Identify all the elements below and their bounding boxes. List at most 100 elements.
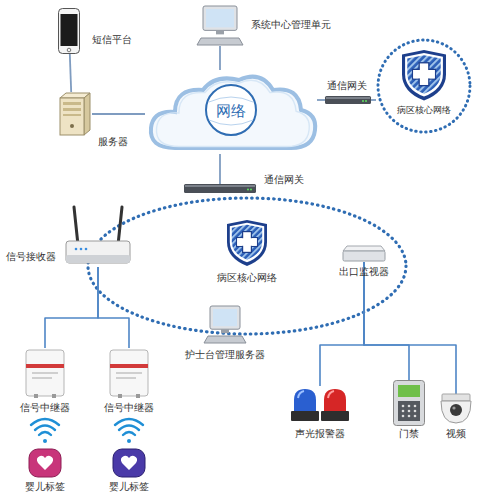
gw-icon (325, 96, 371, 104)
node-label: 门禁 (399, 428, 419, 440)
gw-icon-part (362, 100, 364, 102)
alarm-icon-part (328, 391, 334, 398)
cam-icon-part (442, 394, 470, 401)
door-icon-part (414, 415, 417, 418)
pc-icon-part (203, 6, 237, 30)
cloud-icon-part (151, 77, 315, 148)
server-icon-part (60, 98, 84, 135)
cloud-node: 网络 (145, 70, 317, 154)
gateway-node: 通信网关 (325, 96, 371, 104)
alarm-icon-part (291, 411, 319, 421)
gw-icon-part (365, 100, 367, 102)
alarm-icon-part (298, 391, 304, 398)
rx-icon-part (80, 248, 83, 251)
rep-icon-part (136, 394, 140, 398)
node-label: 网络 (216, 102, 246, 120)
rep-icon (24, 348, 66, 398)
camera-node: 视频 (438, 394, 474, 424)
shield-logo-part (237, 238, 258, 247)
rep-icon-part (26, 364, 64, 368)
shield-logo (402, 50, 446, 101)
connector-line (92, 113, 145, 115)
computer-node: 系统中心管理单元 (197, 4, 243, 46)
rep-icon-part (110, 364, 148, 368)
connector-line (98, 267, 129, 348)
door-icon-part (402, 415, 405, 418)
alarm-icon (288, 386, 352, 422)
rep-icon-part (116, 377, 136, 379)
cloud-icon-part (156, 80, 309, 146)
monitor-node: 出口监视器 (343, 244, 385, 262)
phone-icon-part (67, 48, 71, 52)
shield-logo-part (232, 225, 262, 260)
node-label: 婴儿标签 (109, 481, 149, 493)
cloud-icon-part (209, 97, 253, 102)
server-icon-part (70, 124, 74, 128)
rep-icon (108, 348, 150, 398)
node-label: 出口监视器 (339, 266, 389, 278)
rep-icon-part (32, 372, 58, 374)
nurse-server-node: 护士台管理服务器 (204, 304, 246, 344)
node-label: 护士台管理服务器 (185, 349, 265, 361)
pc-icon-part (210, 306, 240, 329)
node-label: 视频 (446, 428, 466, 440)
gw-icon-part (325, 96, 371, 104)
connector-line (317, 99, 325, 101)
alarm-icon-part (321, 411, 349, 421)
door-icon-part (408, 415, 411, 418)
connector-line (70, 54, 71, 92)
shield-logo (227, 220, 267, 266)
rx-icon-part (75, 248, 78, 251)
node-label: 通信网关 (327, 80, 367, 92)
server-node: 服务器 (52, 92, 92, 136)
rep-icon-part (52, 394, 56, 398)
door-icon-part (394, 381, 425, 426)
repeater-node: 信号中继器 (108, 348, 150, 398)
gateway-node: 通信网关 (184, 184, 256, 193)
cloud-icon-part (209, 120, 253, 125)
tagB-icon (112, 448, 146, 478)
door-icon-part (398, 385, 420, 397)
connector-line (364, 262, 456, 394)
pc-icon-part (221, 329, 229, 333)
shield-logo-part (405, 53, 443, 97)
circ-icon-part (378, 40, 470, 132)
door-icon-part (402, 410, 405, 413)
wifi-arc (35, 426, 55, 431)
alarm-node: 声光报警器 (288, 386, 352, 422)
node-label: 婴儿标签 (25, 481, 65, 493)
door-icon-part (408, 410, 411, 413)
node-label: 病区核心网络 (397, 104, 451, 116)
cam-icon (438, 394, 474, 424)
connector-line (364, 262, 409, 380)
door-access-node: 门禁 (393, 380, 425, 426)
gw-icon-part (247, 189, 249, 191)
rep-icon-part (32, 377, 52, 379)
rep-icon-part (110, 350, 148, 396)
tag-node: 婴儿标签 (28, 448, 62, 478)
server-icon-part (63, 102, 81, 105)
receiver-node: 信号接收器 (62, 205, 134, 267)
alarm-icon-part (294, 389, 316, 412)
shield-logo-part (402, 50, 446, 101)
rx-icon-part (85, 248, 88, 251)
cam-icon-part (450, 404, 462, 416)
rep-icon-part (26, 350, 64, 396)
rx-icon-part (66, 241, 130, 263)
gw-icon-part (250, 189, 252, 191)
rx-icon-part (118, 207, 122, 245)
door-icon-part (414, 405, 417, 408)
node-label: 病区核心网络 (217, 272, 277, 284)
pc-icon (197, 4, 243, 46)
wifi-arc (119, 426, 139, 431)
server-icon-part (84, 93, 90, 135)
phone-node: 短信平台 (58, 8, 80, 54)
node-label: 信号接收器 (6, 251, 56, 263)
circ-icon (376, 38, 472, 134)
cam-icon-part (441, 401, 471, 423)
phone-icon-part (59, 9, 80, 54)
node-label: 服务器 (98, 136, 128, 148)
shield-logo-part (407, 55, 440, 93)
network-circle: 病区核心网络 (376, 38, 472, 134)
